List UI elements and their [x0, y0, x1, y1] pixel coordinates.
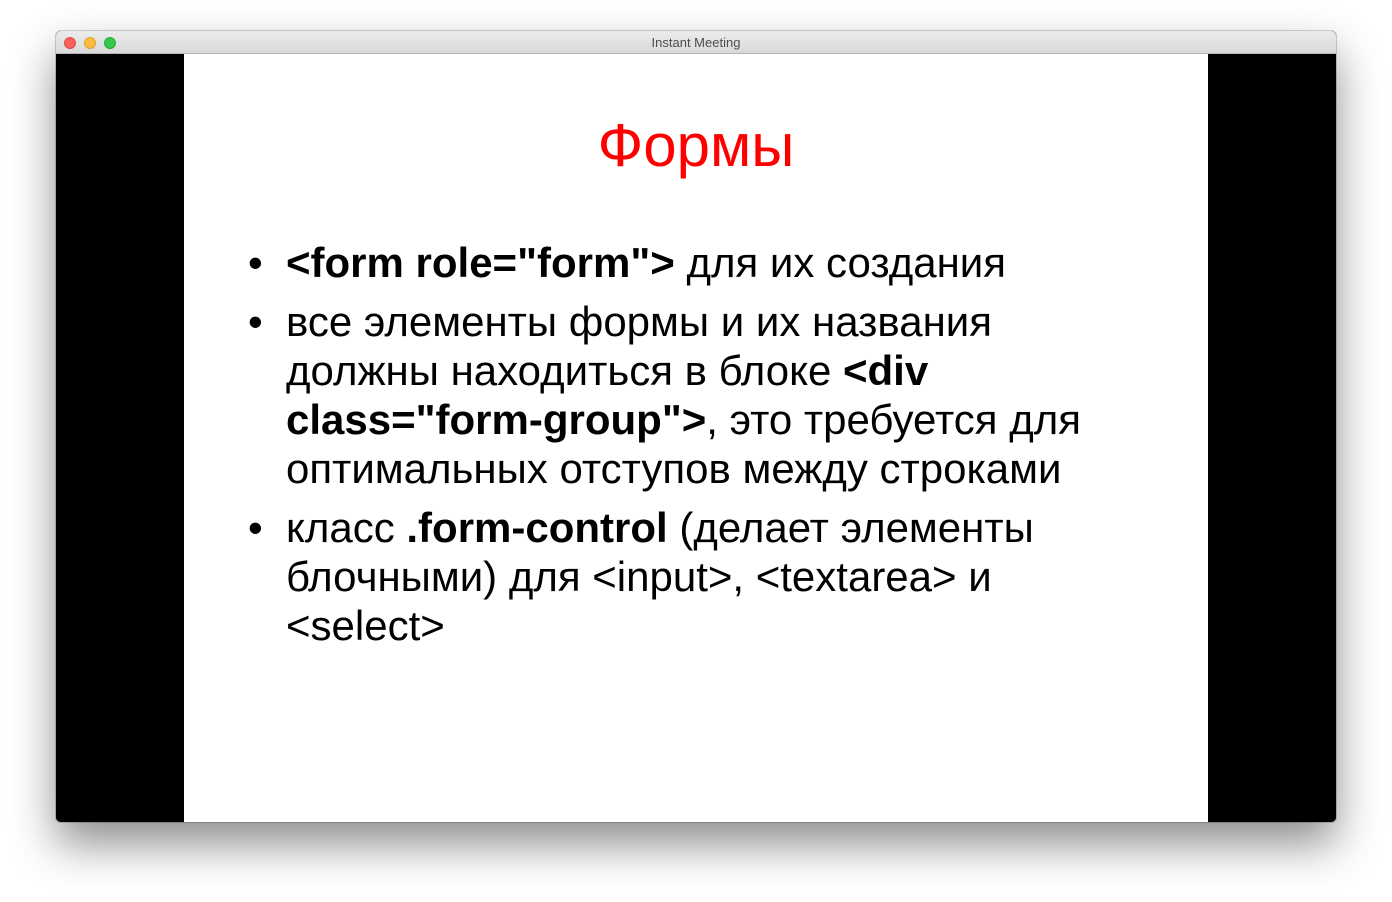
slide: Формы • <form role="form"> для их создан… — [184, 54, 1208, 822]
bullet-text-bold: <form role="form"> — [286, 239, 675, 286]
bullet-item-3: • класс .form-control (делает элементы б… — [244, 503, 1144, 650]
title-bar[interactable]: Instant Meeting — [56, 31, 1336, 54]
bullet-text: (делает элементы блочными) для <input>, … — [286, 504, 1034, 649]
app-window: Instant Meeting Формы • <form role="form… — [56, 31, 1336, 822]
bullet-list: • <form role="form"> для их создания • в… — [244, 238, 1144, 660]
bullet-mark: • — [248, 504, 263, 551]
zoom-window-button[interactable] — [104, 37, 116, 49]
bullet-item-1: • <form role="form"> для их создания — [244, 238, 1144, 287]
bullet-mark: • — [248, 239, 263, 286]
minimize-window-button[interactable] — [84, 37, 96, 49]
bullet-item-2: • все элементы формы и их названия должн… — [244, 297, 1144, 493]
close-window-button[interactable] — [64, 37, 76, 49]
bullet-text-bold: <div class="form-group"> — [286, 347, 929, 443]
bullet-text: все элементы формы и их названия должны … — [286, 298, 992, 394]
bullet-text-bold: .form-control — [406, 504, 668, 551]
bullet-text: класс — [286, 504, 407, 551]
bullet-text: , это требуется для оптимальных отступов… — [286, 396, 1081, 492]
bullet-mark: • — [248, 298, 263, 345]
slide-title: Формы — [597, 112, 795, 179]
bullet-text: для их создания — [674, 239, 1006, 286]
presentation-stage: Формы • <form role="form"> для их создан… — [56, 54, 1336, 822]
window-title: Instant Meeting — [651, 35, 741, 50]
